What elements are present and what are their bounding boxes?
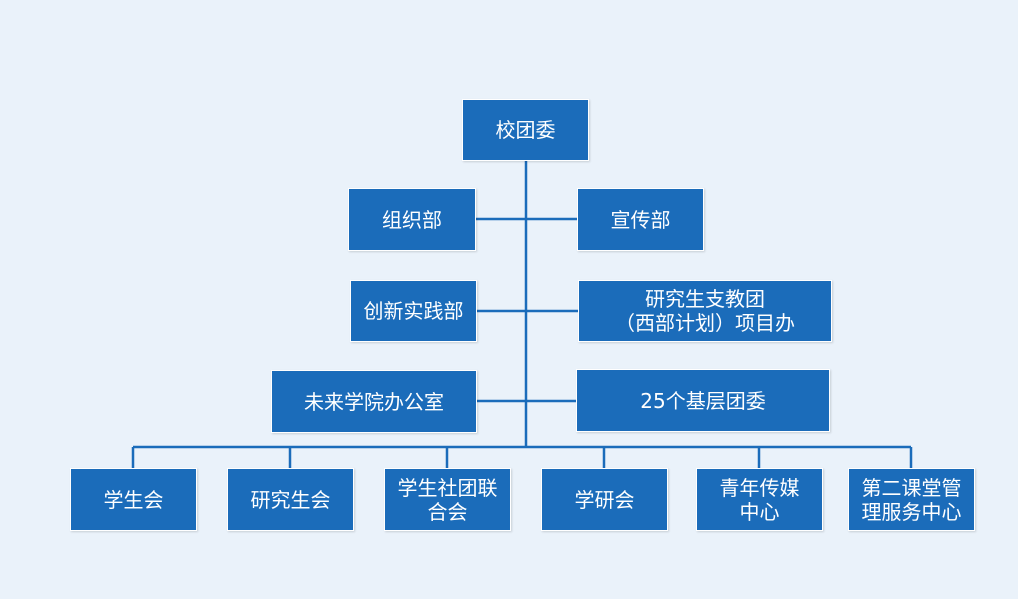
node-left-2: 创新实践部 [350, 280, 477, 342]
node-right-1: 宣传部 [577, 188, 704, 251]
node-bottom-1: 学生会 [70, 468, 197, 531]
node-bottom-2: 研究生会 [227, 468, 354, 531]
node-bottom-4: 学研会 [541, 468, 668, 531]
node-left-3: 未来学院办公室 [271, 370, 477, 433]
node-bottom-3: 学生社团联 合会 [384, 468, 511, 531]
node-right-3: 25个基层团委 [576, 369, 830, 432]
node-right-2: 研究生支教团 （西部计划）项目办 [578, 280, 832, 342]
node-root: 校团委 [462, 99, 589, 161]
node-bottom-6: 第二课堂管 理服务中心 [848, 468, 975, 531]
node-bottom-5: 青年传媒 中心 [696, 468, 823, 531]
node-left-1: 组织部 [348, 188, 476, 251]
